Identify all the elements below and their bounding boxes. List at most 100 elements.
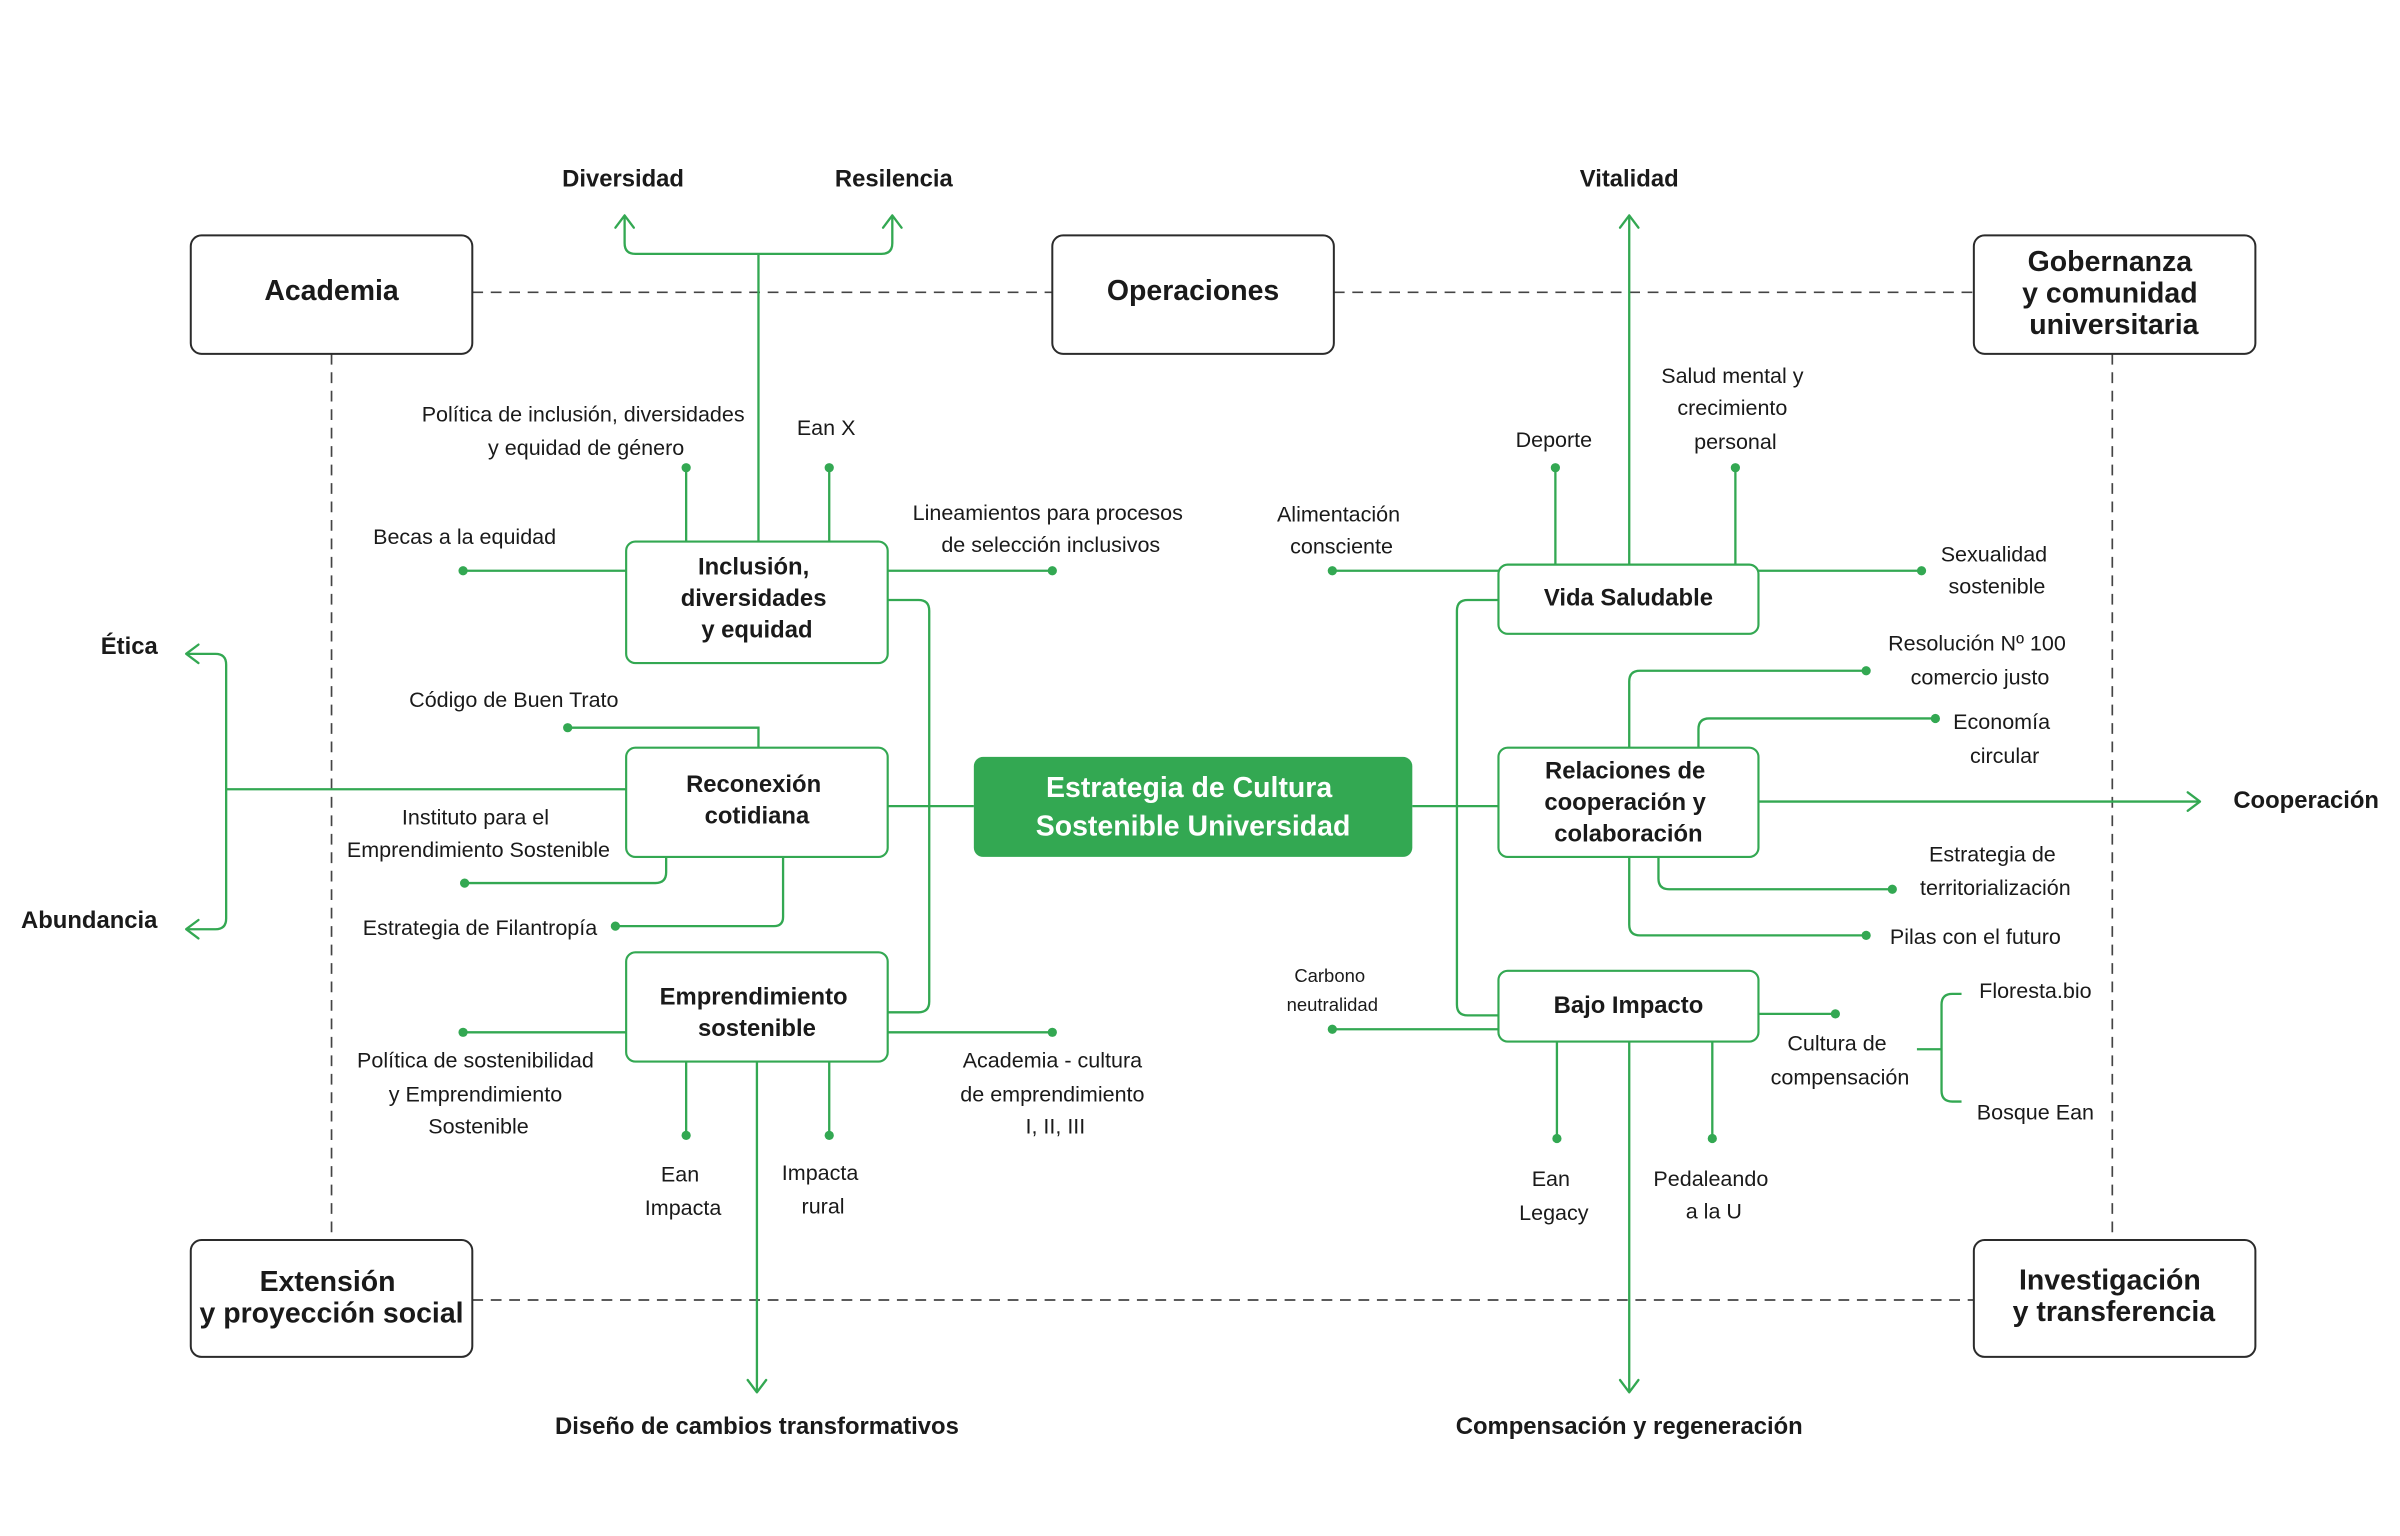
label-ean-impacta: Ean Impacta	[645, 1162, 722, 1220]
axis-emprendimiento: Emprendimiento sostenible	[625, 951, 889, 1063]
outcome-labels: Diversidad Resilencia Ética Abundancia D…	[21, 165, 2379, 1440]
dot-sexualidad	[1916, 566, 1927, 576]
dot-ean-x	[824, 463, 834, 473]
label-instituto: Instituto para el Emprendimiento Sosteni…	[347, 805, 610, 861]
label-ean-impacta-line: Ean	[661, 1162, 699, 1186]
label-academia-cultura: Academia - cultura de emprendimiento I, …	[960, 1048, 1150, 1138]
label-carbono: Carbono neutralidad	[1287, 965, 1378, 1015]
line-codigo	[567, 726, 760, 748]
arrowhead-resilencia	[881, 214, 903, 229]
label-politica-sostenibilidad: Política de sostenibilidad y Emprendimie…	[357, 1048, 600, 1138]
dot-academia-cultura	[1047, 1027, 1057, 1037]
arrowhead-disenio	[746, 1378, 768, 1394]
axis-relaciones-line: colaboración	[1554, 821, 1702, 848]
pillar-extension: Extensión y proyección social	[189, 1238, 474, 1358]
axis-relaciones-box	[1497, 746, 1760, 858]
label-salud-mental-line: personal	[1694, 430, 1777, 454]
label-sexualidad-line: Sexualidad	[1941, 542, 2047, 566]
axis-reconexion-line: Reconexión	[686, 771, 821, 798]
pillar-academia-box	[189, 234, 474, 355]
line-resolucion	[1628, 669, 1867, 748]
dot-resolucion	[1861, 666, 1871, 676]
label-cultura-compensacion: Cultura de compensación	[1771, 1031, 1910, 1089]
axis-relaciones-line: Relaciones de	[1545, 758, 1705, 785]
label-lineamientos-line: Lineamientos para procesos	[913, 501, 1183, 525]
central-strategy-node: Estrategia de Cultura Sostenible Univers…	[973, 756, 1413, 857]
label-territorializacion-line: Estrategia de	[1929, 842, 2056, 866]
outcome-compensacion: Compensación y regeneración	[1456, 1413, 1803, 1440]
pillar-operaciones-label: Operaciones	[1107, 275, 1279, 307]
line-inclusion-outcomes-fork	[623, 215, 894, 255]
label-academia-cultura-line: I, II, III	[1025, 1114, 1085, 1138]
line-right-spine	[1455, 598, 1499, 1017]
axis-reconexion-label: Reconexión cotidiana	[686, 771, 828, 830]
dot-ean-impacta	[681, 1130, 691, 1140]
label-territorializacion-line: territorialización	[1920, 876, 2071, 900]
label-floresta: Floresta.bio	[1979, 979, 2091, 1003]
label-academia-cultura-line: de emprendimiento	[960, 1082, 1144, 1106]
label-resolucion-line: Resolución Nº 100	[1888, 631, 2066, 655]
arrowhead-etica	[185, 643, 200, 665]
label-economia-line: circular	[1970, 744, 2039, 768]
dot-pedaleando	[1707, 1133, 1717, 1144]
axis-emprendimiento-line: sostenible	[698, 1015, 816, 1042]
arrowhead-diversidad	[614, 214, 636, 229]
label-bosque: Bosque Ean	[1977, 1101, 2094, 1125]
label-ean-impacta-line: Impacta	[645, 1196, 722, 1220]
line-territorializacion	[1657, 856, 1893, 891]
dot-territorializacion	[1887, 884, 1897, 894]
label-deporte: Deporte	[1516, 428, 1593, 452]
dot-pilas	[1861, 930, 1871, 940]
dot-codigo	[563, 723, 573, 733]
outcome-abundancia: Abundancia	[21, 907, 158, 934]
central-strategy-label: Estrategia de Cultura Sostenible Univers…	[1036, 772, 1351, 842]
label-salud-mental-line: crecimiento	[1677, 396, 1787, 420]
dot-lineamientos	[1047, 566, 1057, 576]
connector-lines	[185, 214, 2202, 1394]
pillar-operaciones-box	[1051, 234, 1335, 355]
label-impacta-rural-line: Impacta	[782, 1161, 859, 1185]
label-politica-sostenibilidad-line: Política de sostenibilidad	[357, 1048, 594, 1072]
dot-deporte	[1550, 463, 1560, 473]
pillar-gobernanza-line: y comunidad	[2022, 277, 2197, 309]
axis-vida-saludable-label: Vida Saludable	[1544, 585, 1713, 612]
pillar-academia: Academia	[189, 234, 474, 355]
left-initiative-labels: Política de inclusión, diversidades y eq…	[347, 402, 1183, 1220]
label-politica-sostenibilidad-line: Sostenible	[428, 1114, 529, 1138]
dot-politica-inclusion	[681, 463, 691, 473]
axis-inclusion-line: Inclusión,	[698, 554, 809, 581]
label-becas: Becas a la equidad	[373, 525, 556, 549]
label-instituto-line: Instituto para el	[402, 805, 549, 829]
pillar-investigacion: Investigación y transferencia	[1972, 1238, 2257, 1358]
label-carbono-line: Carbono	[1294, 965, 1365, 986]
pillar-operaciones: Operaciones	[1051, 234, 1335, 355]
endpoint-dots	[458, 463, 1940, 1144]
dot-ean-legacy	[1552, 1133, 1562, 1144]
label-politica-inclusion-line: y equidad de género	[488, 436, 684, 460]
label-pilas: Pilas con el futuro	[1890, 925, 2061, 949]
label-alimentacion-line: Alimentación	[1277, 502, 1400, 526]
pillar-academia-label: Academia	[264, 275, 399, 307]
dot-carbono	[1327, 1024, 1337, 1034]
line-instituto	[464, 856, 668, 885]
axis-inclusion-line: y equidad	[701, 617, 812, 644]
outcome-cooperacion: Cooperación	[2233, 787, 2379, 814]
pillar-gobernanza-line: universitaria	[2029, 309, 2198, 341]
label-cultura-compensacion-line: compensación	[1771, 1065, 1910, 1089]
dot-economia	[1930, 713, 1940, 724]
dot-alimentacion	[1327, 566, 1337, 576]
label-alimentacion-line: consciente	[1290, 534, 1393, 558]
pillar-gobernanza-box	[1972, 234, 2257, 355]
outcome-disenio: Diseño de cambios transformativos	[555, 1413, 959, 1440]
pillar-extension-line: Extensión	[260, 1266, 396, 1298]
axis-vida-saludable: Vida Saludable	[1497, 563, 1760, 635]
label-politica-sostenibilidad-line: y Emprendimiento	[389, 1082, 562, 1106]
dot-impacta-rural	[824, 1130, 834, 1140]
label-salud-mental: Salud mental y crecimiento personal	[1661, 364, 1809, 454]
axis-reconexion: Reconexión cotidiana	[625, 746, 889, 858]
right-initiative-labels: Deporte Salud mental y crecimiento perso…	[1277, 364, 2094, 1225]
central-strategy-line: Sostenible Universidad	[1036, 810, 1351, 842]
dot-politica-sostenibilidad	[458, 1027, 468, 1037]
arrowhead-vitalidad	[1618, 214, 1640, 229]
